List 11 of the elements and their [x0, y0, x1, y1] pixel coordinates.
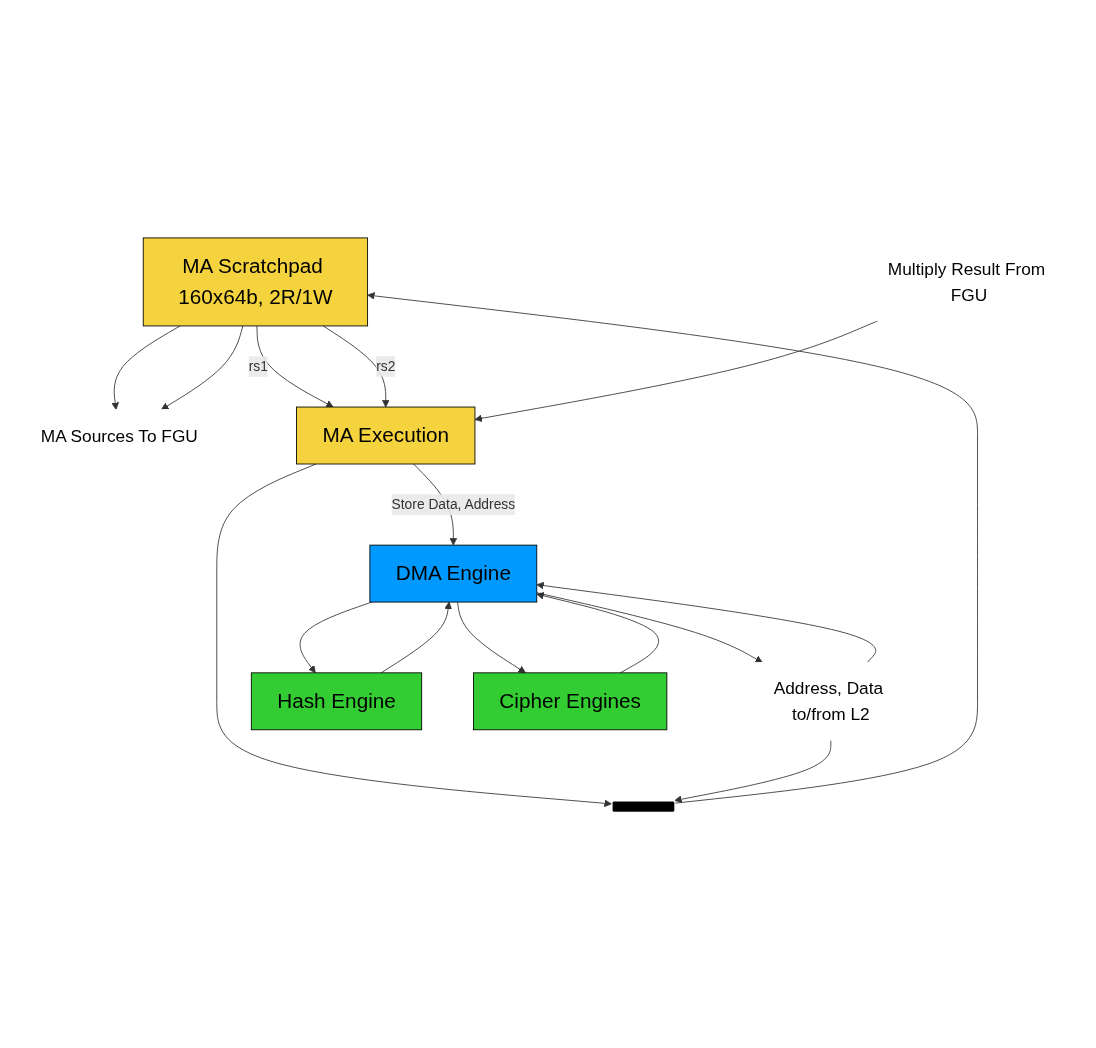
node-box: DMA Engine: [369, 544, 538, 603]
node-box: Hash Engine: [250, 672, 423, 730]
edge-label: rs1: [248, 358, 268, 373]
edge-label: rs2: [376, 358, 396, 373]
edge-label: Store Data, Address: [391, 496, 516, 512]
node-text: Address, Data to/from L2: [773, 678, 884, 724]
node-text: Multiply Result From FGU: [887, 259, 1046, 304]
node-box: MA Execution: [296, 406, 476, 464]
node-text: MA Sources To FGU: [40, 425, 198, 445]
node-box: Cipher Engines: [473, 672, 668, 730]
node-box: MA Scratchpad 160x64b, 2R/1W: [142, 237, 368, 326]
